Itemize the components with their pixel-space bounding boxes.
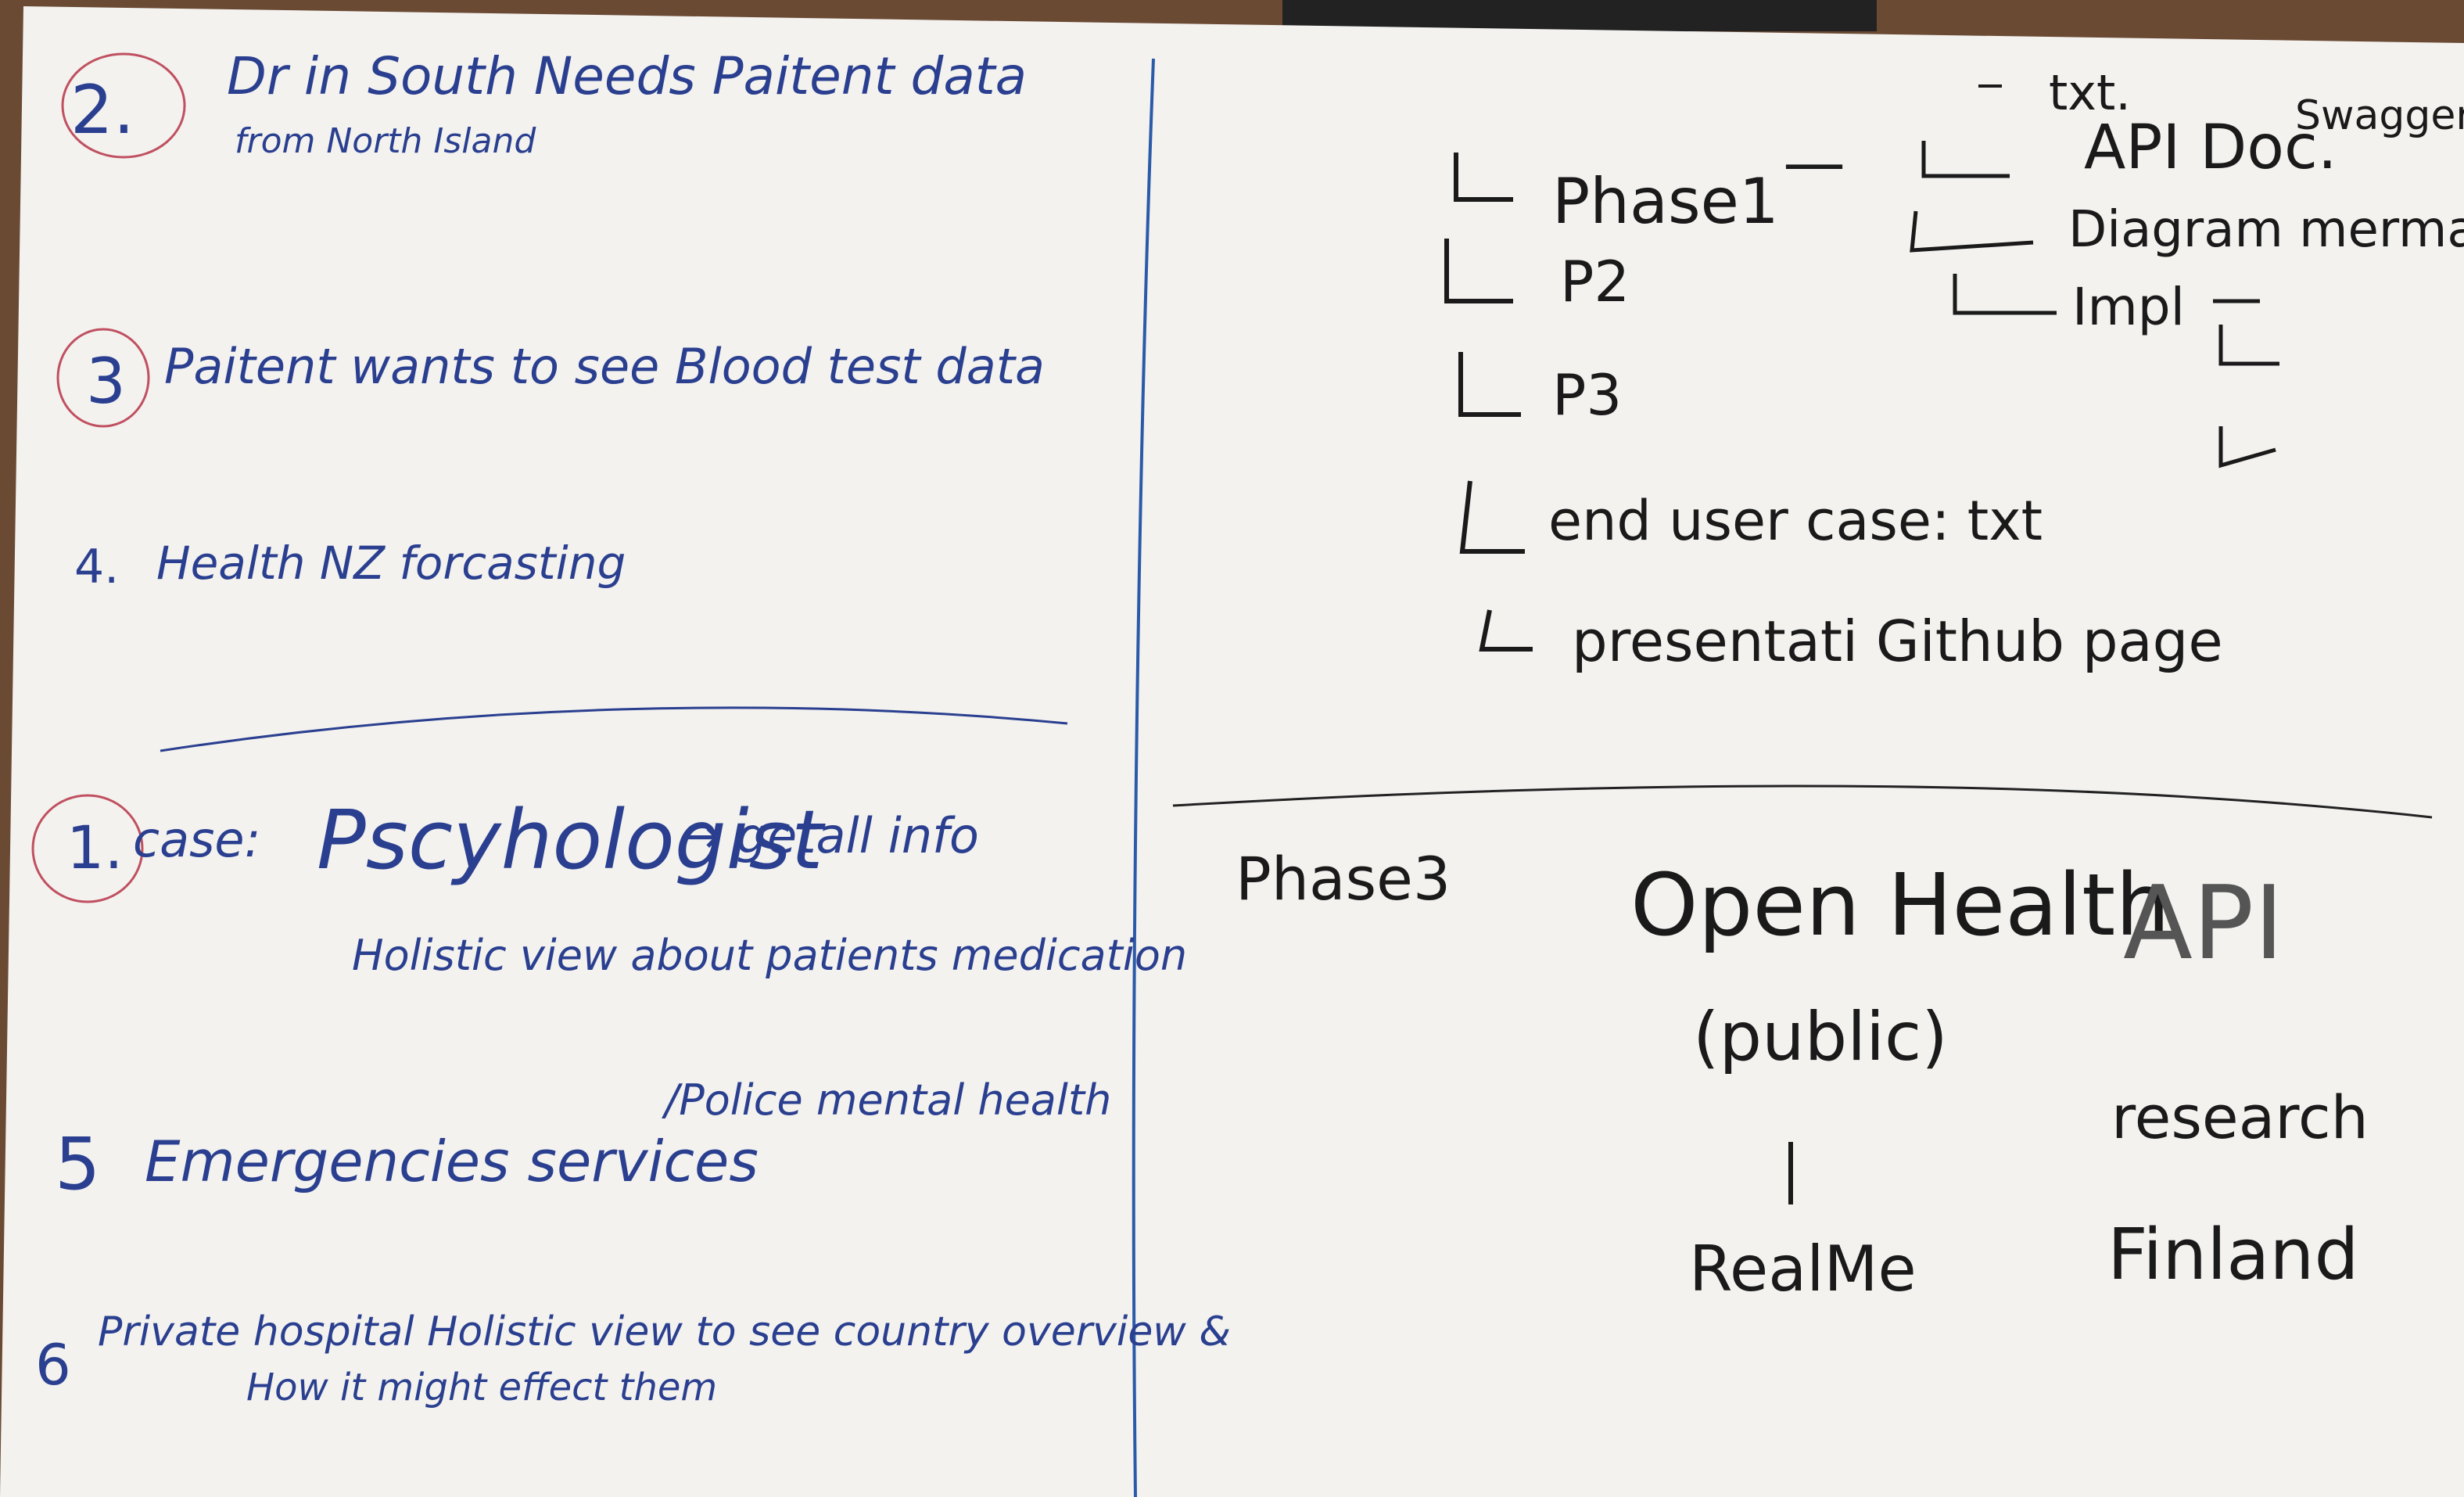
whiteboard (0, 6, 2464, 1497)
bracket-phase1 (1454, 153, 1513, 202)
vertical-divider (1132, 58, 1155, 1497)
txt-label: txt. (2049, 64, 2131, 121)
phase-p3: P3 (1552, 362, 1622, 428)
item5-note: /Police mental health (662, 1075, 1111, 1125)
item2-line1: Dr in South Needs Paitent data (227, 46, 1027, 106)
item2-number: 2. (70, 71, 134, 149)
item4-number: 4. (74, 540, 119, 594)
impl-bracket-1 (2213, 299, 2279, 366)
item1-prefix: case: (133, 811, 260, 868)
phase-p2: P2 (1560, 249, 1630, 314)
realme: RealMe (1689, 1233, 1917, 1305)
api-title: API (2123, 863, 2284, 982)
item1-main: Pscyhologist (317, 792, 826, 888)
public-label: (public) (1693, 998, 1948, 1076)
finland: Finland (2107, 1214, 2359, 1296)
circle-item2 (61, 52, 186, 159)
impl: Impl (2072, 277, 2185, 337)
end-user-case: end user case: txt (1548, 489, 2043, 553)
bracket-presentation (1479, 609, 1533, 652)
item3-number: 3 (86, 345, 126, 418)
circle-item3 (56, 328, 150, 428)
bracket-api-doc (1921, 141, 2010, 178)
item1-number: 1. (66, 813, 124, 882)
bracket-p3 (1458, 352, 1521, 417)
research: research (2111, 1082, 2369, 1152)
item5-number: 5 (55, 1122, 101, 1206)
open-health: Open Health (1630, 855, 2170, 955)
item3-text: Paitent wants to see Blood test data (164, 338, 1045, 395)
item5-text: Emergencies services (145, 1129, 759, 1194)
bracket-diagram (1910, 210, 2034, 253)
bracket-p2 (1444, 239, 1513, 303)
presentation: presentati Github page (1572, 608, 2223, 674)
phase3: Phase3 (1236, 844, 1451, 914)
bracket-impl (1953, 274, 2057, 315)
item4-text: Health NZ forcasting (156, 537, 626, 590)
item6-number: 6 (35, 1332, 71, 1398)
diagram-mermaid: Diagram mermaid. (2068, 201, 2464, 259)
left-divider (160, 706, 1068, 752)
right-divider (1172, 784, 2433, 819)
swagger: Swagger (2295, 92, 2464, 139)
item6-line1: Private hospital Holistic view to see co… (98, 1309, 1231, 1355)
phase-dash: — (1783, 126, 1845, 199)
bracket-end-user (1459, 480, 1525, 554)
circle-item1 (31, 794, 144, 903)
impl-bracket-2 (2218, 426, 2276, 468)
item1-line2: Holistic view about patients medication (352, 931, 1187, 980)
item6-line2: How it might effect them (246, 1366, 717, 1409)
phase1: Phase1 (1552, 165, 1779, 238)
dark-panel (1282, 0, 1877, 31)
item1-arrow: → getall info (680, 807, 979, 864)
item2-line2: from North Island (235, 121, 536, 161)
api-doc: API Doc. (2084, 113, 2337, 183)
